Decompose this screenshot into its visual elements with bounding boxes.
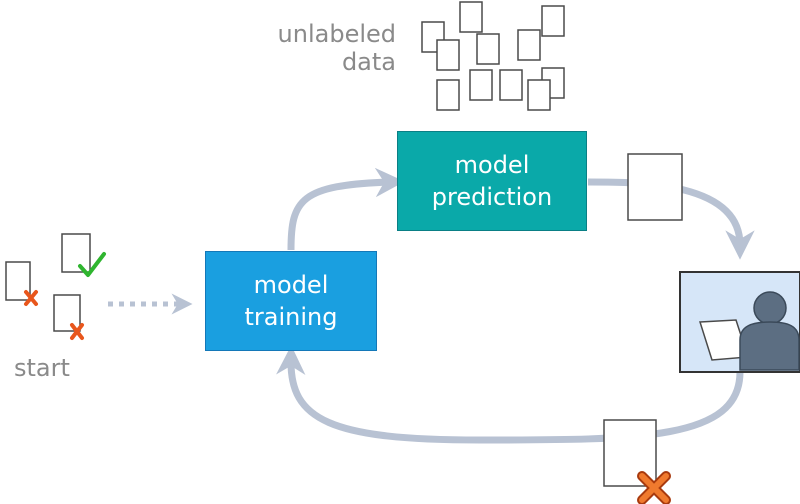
start-label: start	[14, 354, 70, 382]
training-line1: model	[253, 271, 329, 299]
document-icon	[459, 1, 483, 33]
annotator	[679, 271, 800, 373]
document-icon	[53, 294, 81, 332]
prediction-line2: prediction	[431, 183, 553, 211]
model-training-node: model training	[205, 251, 377, 351]
unlabeled-label-line2: data	[341, 48, 396, 76]
x-mark-icon	[70, 323, 84, 340]
x-mark-icon	[637, 471, 671, 504]
prediction-line1: model	[454, 151, 530, 179]
predicted-document-icon	[627, 153, 683, 221]
document-icon	[517, 29, 541, 61]
unlabeled-data-label: unlabeled data	[240, 20, 396, 76]
document-icon	[436, 39, 460, 71]
unlabeled-data-documents	[421, 1, 565, 111]
arrow-training-to-prediction	[287, 167, 405, 251]
training-line2: training	[244, 303, 338, 331]
x-mark-icon	[24, 290, 38, 306]
unlabeled-label-line1: unlabeled	[277, 20, 396, 48]
arrow-prediction-to-annotator	[587, 178, 755, 260]
arrow-annotator-to-training	[276, 345, 744, 444]
start-documents	[5, 233, 106, 340]
document-icon	[541, 5, 565, 37]
document-icon	[476, 33, 500, 65]
document-icon	[527, 79, 551, 111]
document-icon	[61, 233, 91, 273]
document-icon	[469, 69, 493, 101]
checkmark-icon	[78, 252, 106, 277]
person-icon	[739, 291, 800, 371]
document-icon	[436, 79, 460, 111]
document-icon	[499, 69, 523, 101]
model-prediction-node: model prediction	[397, 131, 587, 231]
